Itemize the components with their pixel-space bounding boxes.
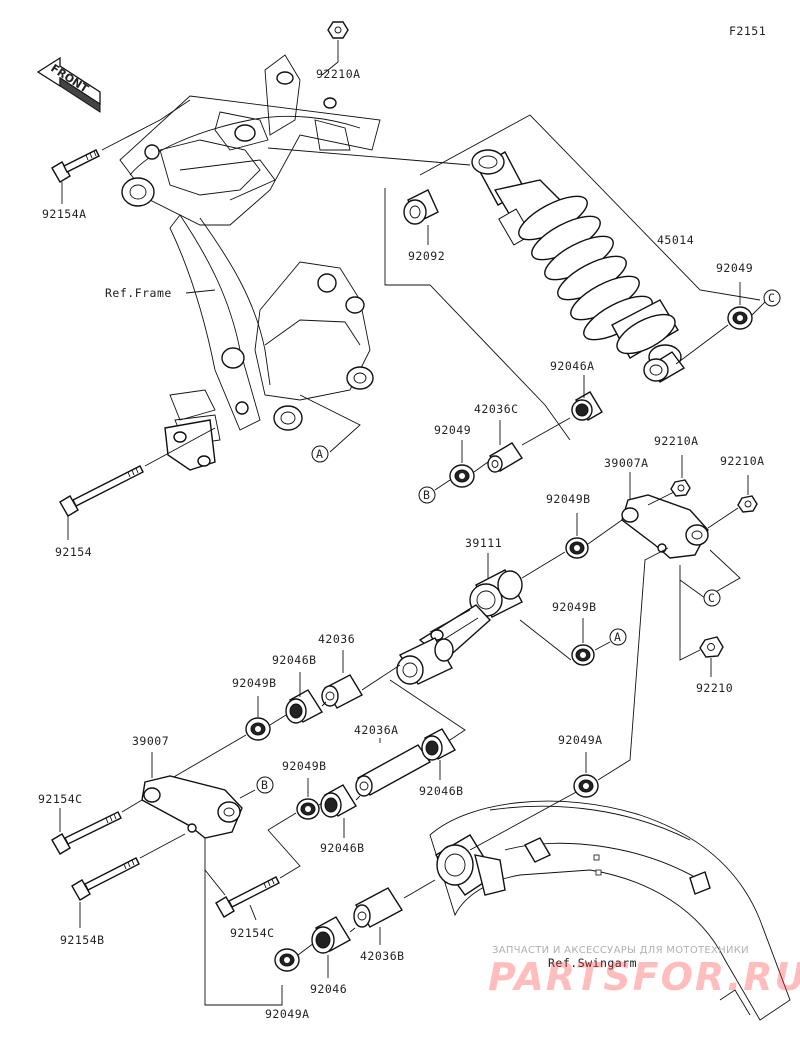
- label-92049B-4: 92049B: [282, 759, 327, 773]
- label-92154C-2: 92154C: [230, 926, 275, 940]
- seal-92049A-bottom: [274, 948, 300, 972]
- label-92049-right: 92049: [716, 261, 753, 275]
- seal-92049B-3: [245, 717, 271, 741]
- sleeve-42036: [321, 674, 363, 709]
- link-plate-39007A: [621, 494, 709, 559]
- callout-c-mid: C: [708, 591, 715, 605]
- frame-illustration: [119, 54, 381, 471]
- ref-swingarm-label: Ref.Swingarm: [548, 956, 637, 970]
- bolt-92154C-1: [51, 811, 122, 855]
- seal-92049B-4: [296, 798, 320, 820]
- seal-92049-right: [727, 306, 753, 330]
- rocker-arm-39111: [396, 569, 523, 685]
- nut-92210A-top: [327, 21, 349, 39]
- label-92154: 92154: [55, 545, 92, 559]
- label-92049B-1: 92049B: [546, 492, 591, 506]
- seal-92049A-right: [573, 774, 599, 798]
- label-92210: 92210: [696, 681, 733, 695]
- label-92046B-2: 92046B: [320, 841, 365, 855]
- nut-92210A-2: [737, 495, 758, 513]
- label-92049A-bottom: 92049A: [265, 1007, 310, 1021]
- label-92049B-2: 92049B: [552, 600, 597, 614]
- bearing-92046B-3: [421, 728, 456, 761]
- bearing-92046A: [571, 391, 603, 421]
- label-92049B-3: 92049B: [232, 676, 277, 690]
- callout-a-frame: A: [316, 447, 323, 461]
- label-42036: 42036: [318, 632, 355, 646]
- seal-92049B-2: [571, 644, 595, 666]
- label-42036C: 42036C: [474, 402, 519, 416]
- sleeve-42036B: [353, 887, 403, 928]
- label-39007: 39007: [132, 734, 169, 748]
- callout-c-top: C: [768, 291, 775, 305]
- collar-92092: [403, 189, 439, 225]
- callout-a-mid: A: [614, 630, 621, 644]
- bolt-92154: [59, 465, 144, 517]
- sleeve-42036C: [487, 442, 523, 473]
- ref-frame-label: Ref.Frame: [105, 286, 172, 300]
- watermark-brand: PARTSFOR.RU: [488, 955, 800, 999]
- bolt-92154A: [51, 149, 100, 183]
- swingarm-illustration: [429, 800, 791, 1021]
- sleeve-42036A: [355, 744, 432, 797]
- label-92210A-1: 92210A: [654, 434, 699, 448]
- figure-code: F2151: [729, 24, 766, 38]
- callout-b-top: B: [423, 488, 430, 502]
- shock-absorber-45014: [471, 149, 686, 383]
- label-92154B: 92154B: [60, 933, 105, 947]
- label-42036B: 42036B: [360, 949, 405, 963]
- bolt-92154C-2: [215, 876, 280, 918]
- label-92092: 92092: [408, 249, 445, 263]
- label-92046A: 92046A: [550, 359, 595, 373]
- callout-b-bottom: B: [261, 778, 268, 792]
- label-92049-left: 92049: [434, 423, 471, 437]
- seal-92049B-1: [565, 537, 589, 559]
- bearing-92046B-2: [320, 784, 357, 818]
- label-92210A-top: 92210A: [316, 67, 361, 81]
- label-92049A-right: 92049A: [558, 733, 603, 747]
- seal-92049-left: [449, 464, 475, 488]
- bolt-92154B: [71, 857, 140, 901]
- label-92046B-1: 92046B: [272, 653, 317, 667]
- front-arrow-icon: FRONT: [36, 56, 101, 113]
- label-39111: 39111: [465, 536, 502, 550]
- label-92154C-1: 92154C: [38, 792, 83, 806]
- label-92154A: 92154A: [42, 207, 87, 221]
- bearing-92046: [311, 916, 351, 954]
- label-39007A: 39007A: [604, 456, 649, 470]
- watermark-caption: ЗАПЧАСТИ И АКСЕССУАРЫ ДЛЯ МОТОТЕХНИКИ: [492, 945, 749, 956]
- label-92210A-2: 92210A: [720, 454, 765, 468]
- bearing-92046B-1: [285, 689, 323, 724]
- label-45014: 45014: [657, 233, 694, 247]
- label-42036A: 42036A: [354, 723, 399, 737]
- label-92046B-3: 92046B: [419, 784, 464, 798]
- link-plate-39007: [141, 775, 243, 839]
- label-92046: 92046: [310, 982, 347, 996]
- nut-92210A-1: [670, 479, 691, 497]
- nut-92210: [699, 636, 724, 658]
